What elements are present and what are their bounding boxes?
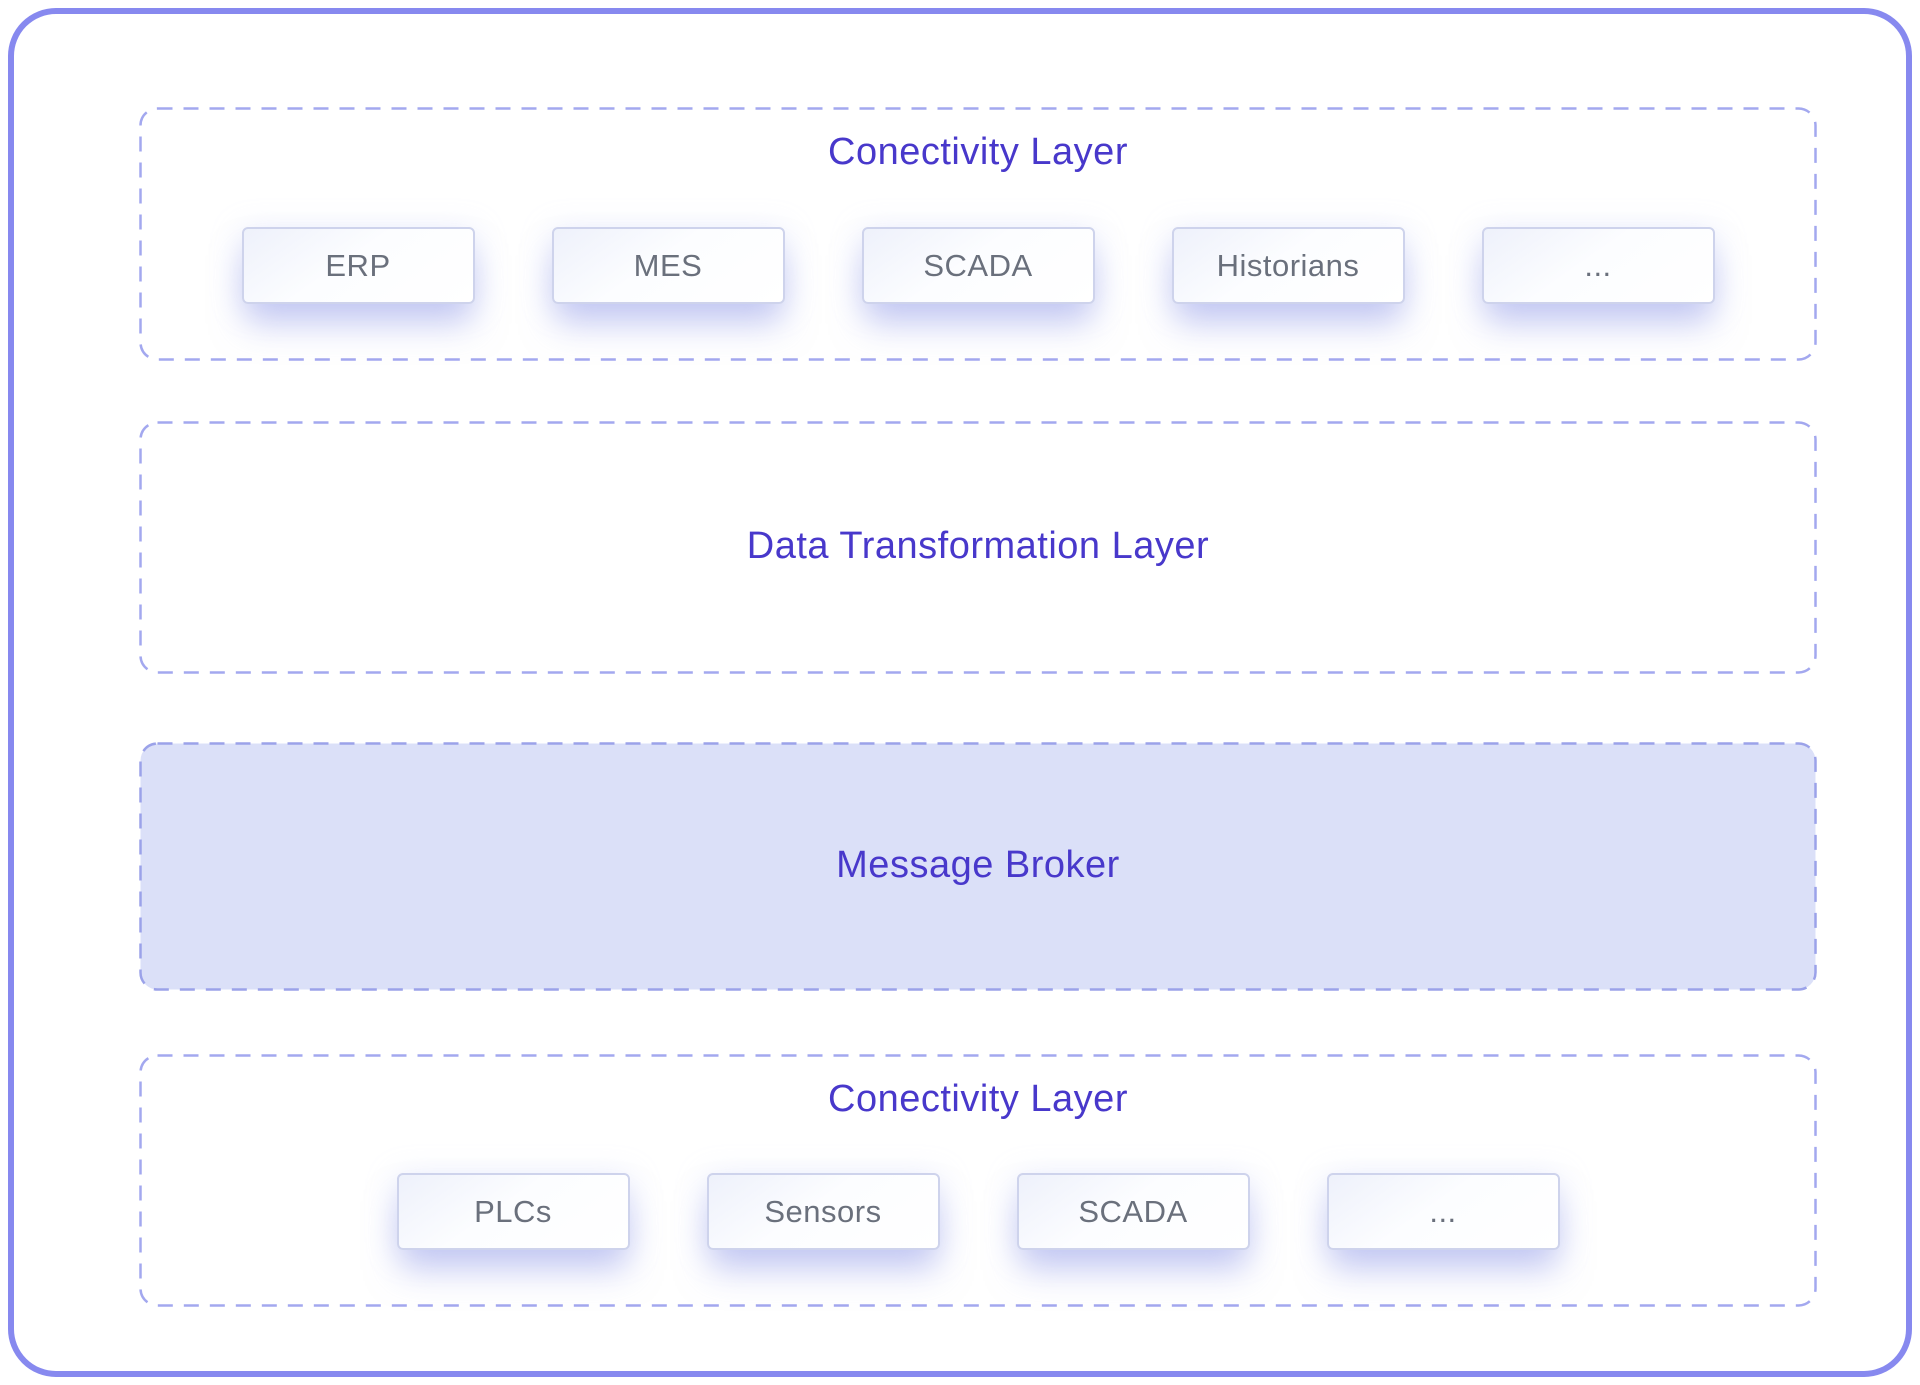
section-title: Conectivity Layer	[828, 1078, 1128, 1120]
node-scada-top: SCADA	[861, 227, 1095, 304]
section-connectivity-top: Conectivity Layer ERP MES SCADA Historia…	[139, 107, 1817, 361]
node-row-bottom: PLCs Sensors SCADA ...	[139, 1173, 1817, 1250]
node-sensors: Sensors	[706, 1173, 940, 1250]
node-ellipsis-bottom: ...	[1326, 1173, 1560, 1250]
node-erp: ERP	[241, 227, 475, 304]
node-ellipsis-top: ...	[1481, 227, 1715, 304]
section-title: Conectivity Layer	[828, 131, 1128, 173]
node-mes: MES	[551, 227, 785, 304]
node-row-top: ERP MES SCADA Historians ...	[139, 227, 1817, 304]
node-historians: Historians	[1171, 227, 1405, 304]
diagram-frame: Conectivity Layer ERP MES SCADA Historia…	[8, 8, 1912, 1377]
node-plcs: PLCs	[396, 1173, 630, 1250]
section-title: Message Broker	[836, 843, 1120, 886]
node-scada-bottom: SCADA	[1016, 1173, 1250, 1250]
section-data-transformation: Data Transformation Layer	[139, 421, 1817, 674]
section-connectivity-bottom: Conectivity Layer PLCs Sensors SCADA ...	[139, 1054, 1817, 1307]
section-message-broker: Message Broker	[139, 742, 1817, 991]
section-title: Data Transformation Layer	[746, 524, 1210, 567]
